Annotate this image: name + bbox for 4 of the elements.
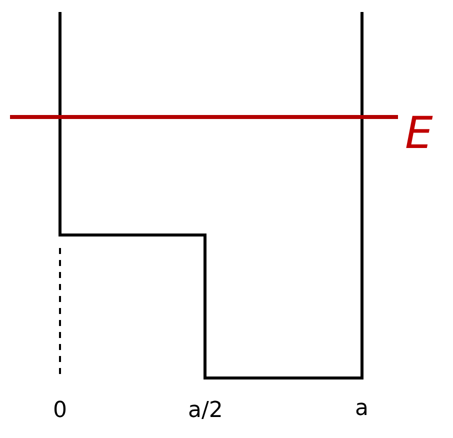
energy-label: E [405, 112, 433, 156]
axis-label: 0 [53, 400, 67, 422]
axis-label: a/2 [188, 400, 223, 422]
axis-label: a [355, 398, 368, 420]
